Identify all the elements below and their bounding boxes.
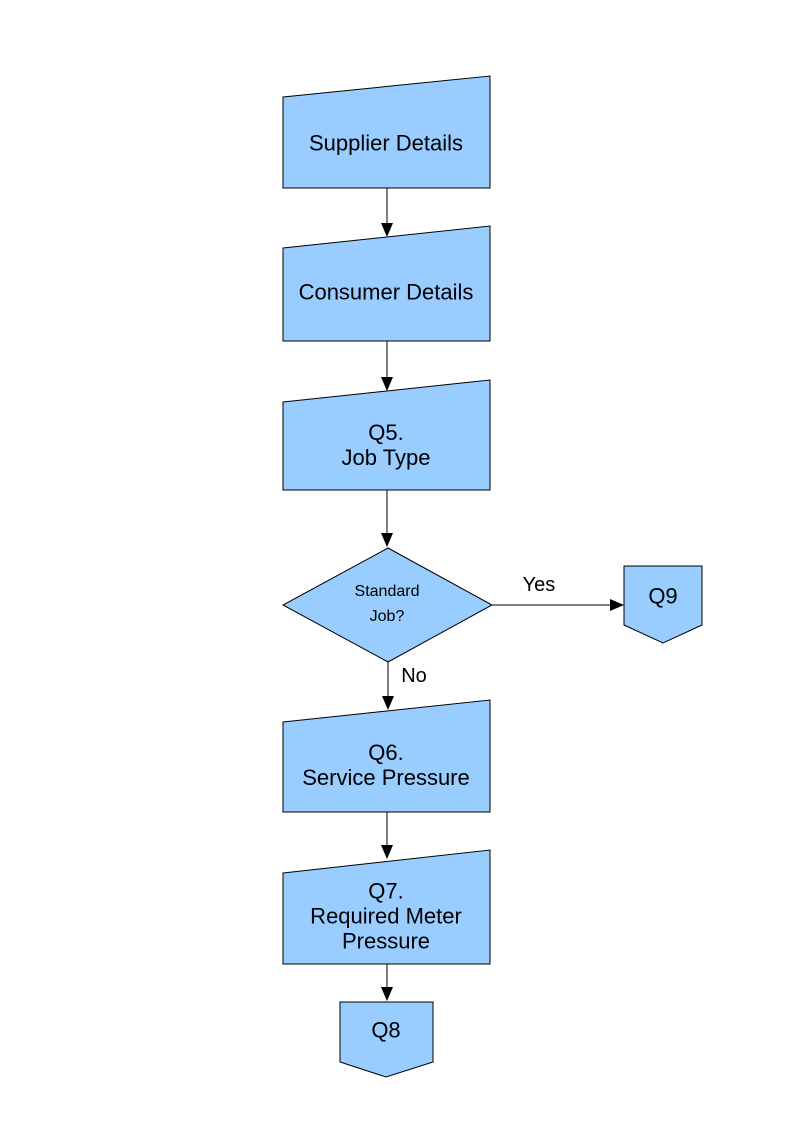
q9-label: Q9: [648, 583, 678, 609]
q8-offpage-connector-node: [339, 1001, 434, 1078]
supplier-details-label: Supplier Details: [308, 130, 464, 156]
q5-job-type-label: Q5. Job Type: [341, 420, 431, 470]
edge-q5-to-decision: [381, 490, 393, 547]
consumer-details-label: Consumer Details: [298, 279, 474, 305]
q6-service-pressure-label: Q6. Service Pressure: [302, 740, 470, 790]
no-branch-label: No: [401, 665, 427, 687]
arrowhead-icon: [381, 223, 393, 237]
edge-decision-to-q9-yes: [492, 599, 624, 611]
edge-decision-to-q6-no: [382, 662, 394, 710]
arrowhead-icon: [381, 845, 393, 859]
q8-label: Q8: [371, 1017, 401, 1043]
arrowhead-icon: [381, 377, 393, 391]
q7-required-meter-pressure-node: [282, 849, 491, 965]
q7-required-meter-pressure-label: Q7. Required Meter Pressure: [310, 878, 462, 954]
arrowhead-icon: [381, 987, 393, 1001]
yes-branch-label: Yes: [522, 574, 556, 596]
edge-q7-to-q8: [381, 964, 393, 1001]
q5-job-type-node: [282, 379, 491, 491]
edge-supplier-to-consumer: [381, 188, 393, 237]
q6-service-pressure-node: [282, 699, 491, 813]
arrowhead-icon: [610, 599, 624, 611]
edge-q6-to-q7: [381, 812, 393, 859]
standard-job-decision-label: Standard Job?: [354, 583, 420, 625]
arrowhead-icon: [382, 696, 394, 710]
standard-job-decision-node: [281, 547, 494, 663]
q9-offpage-connector-node: [623, 565, 703, 644]
arrowhead-icon: [381, 533, 393, 547]
supplier-details-node: [282, 75, 491, 189]
consumer-details-node: [282, 225, 491, 342]
edge-consumer-to-q5: [381, 341, 393, 391]
